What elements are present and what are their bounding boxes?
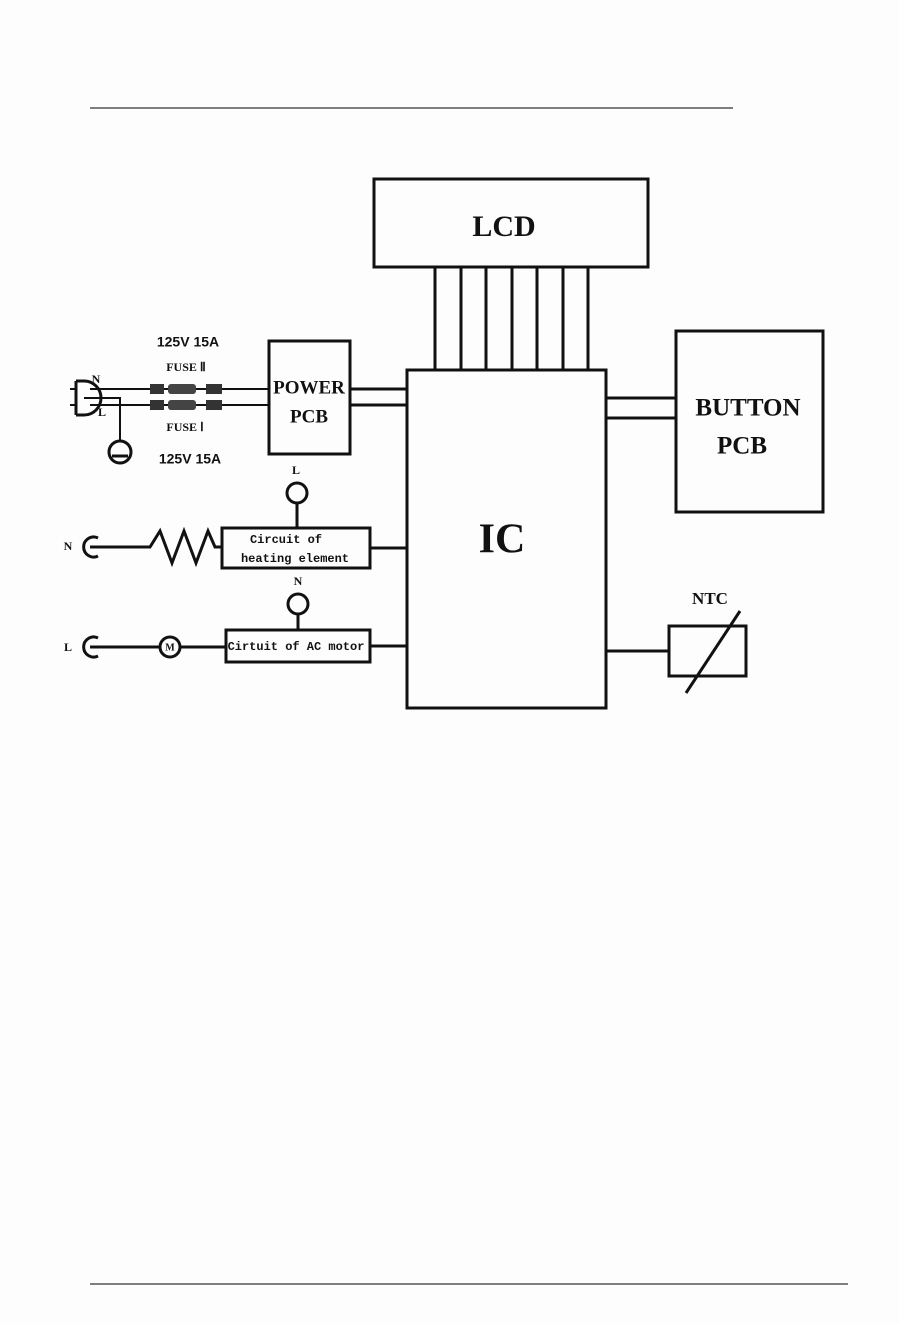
heating-circuit-label-line2: heating element	[241, 552, 349, 566]
power-pcb-label-line1: POWER	[273, 377, 345, 398]
fuse-1	[150, 400, 222, 410]
motor-circuit-label: Cirtuit of AC motor	[228, 640, 365, 654]
plug-n-label: N	[92, 372, 101, 386]
heating-top-terminal: L	[287, 463, 307, 528]
ic-block: IC	[407, 370, 606, 708]
button-pcb-block: BUTTON PCB	[676, 331, 823, 512]
fuse1-rating: 125V 15A	[159, 451, 221, 467]
ground-icon	[109, 441, 131, 463]
motor-top-terminal: N	[288, 574, 308, 630]
heating-circuit-label-line1: Circuit of	[250, 533, 322, 547]
power-pcb-label-line2: PCB	[290, 406, 328, 427]
heating-resistor-icon	[90, 531, 222, 563]
heating-left-n-label: N	[64, 539, 73, 553]
plug-l-label: L	[98, 405, 106, 419]
motor-symbol-label: M	[165, 642, 175, 653]
lcd-ic-bus	[435, 267, 588, 370]
power-ic-wires	[350, 389, 407, 405]
motor-top-n-label: N	[294, 574, 303, 588]
button-pcb-label-line1: BUTTON	[695, 395, 800, 422]
ntc-label: NTC	[692, 589, 728, 608]
fuse-2	[150, 384, 222, 394]
ac-motor-icon: M	[160, 637, 180, 657]
fuse2-label: FUSE Ⅱ	[166, 360, 206, 374]
ntc-sensor: NTC	[669, 589, 746, 693]
heating-top-l-label: L	[292, 463, 300, 477]
motor-left-l-label: L	[64, 640, 72, 654]
ic-label: IC	[479, 517, 526, 563]
button-pcb-label-line2: PCB	[717, 433, 767, 460]
fuse1-label: FUSE Ⅰ	[166, 420, 203, 434]
mains-plug: N L	[70, 372, 106, 419]
fuse2-rating: 125V 15A	[157, 334, 219, 350]
power-pcb-block: POWER PCB	[269, 341, 350, 454]
heating-circuit-block: Circuit of heating element	[222, 528, 370, 568]
motor-circuit-block: Cirtuit of AC motor	[226, 630, 370, 662]
ic-button-wires	[606, 398, 676, 418]
lcd-block: LCD	[374, 179, 648, 267]
lcd-label: LCD	[472, 210, 535, 243]
